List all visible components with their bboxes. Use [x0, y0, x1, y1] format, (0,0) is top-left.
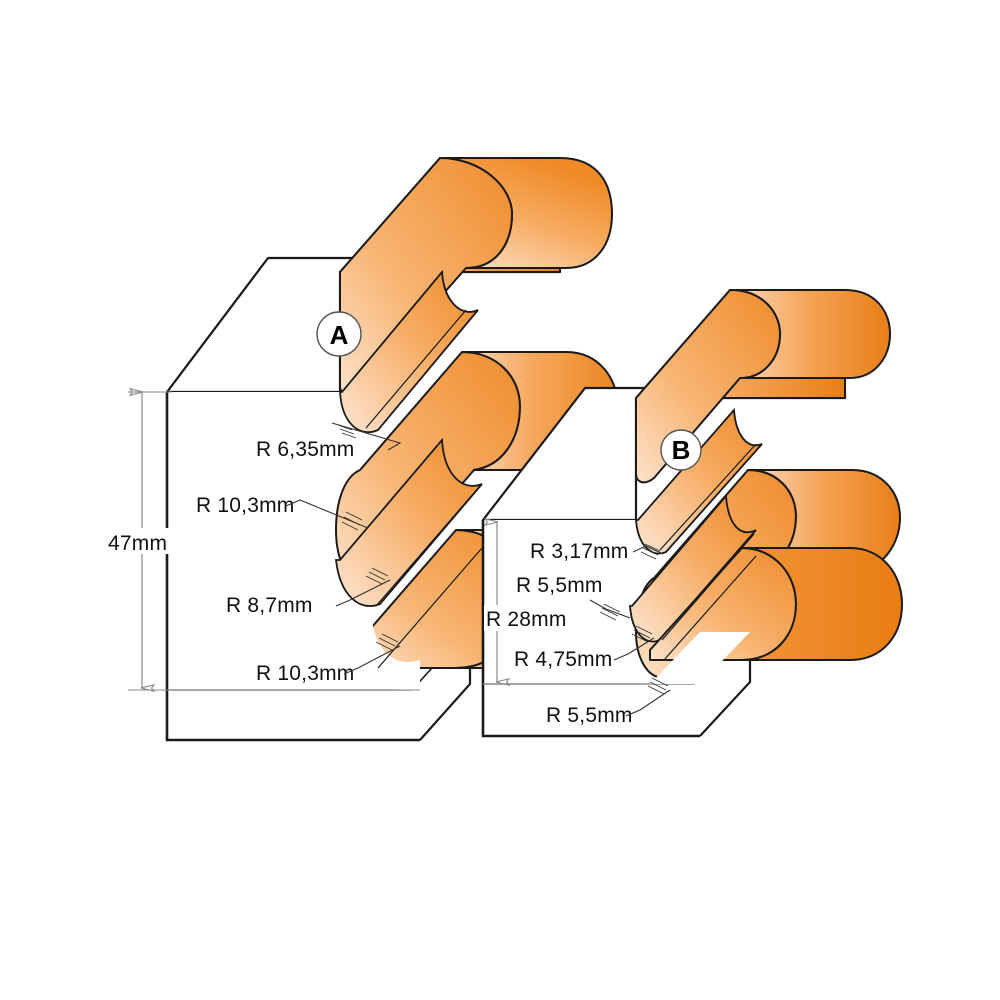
label-a-r103-upper: R 10,3mm	[196, 494, 294, 517]
dim-28mm: R 28mm	[484, 522, 588, 682]
label-b-r55-lower: R 5,5mm	[546, 704, 633, 727]
leader-b-r475: R 4,75mm	[514, 625, 655, 671]
label-b-r55-upper: R 5,5mm	[516, 574, 603, 597]
groove-b-1	[659, 443, 757, 551]
leader-a-r87: R 8,7mm	[226, 567, 391, 617]
block-b-front-white	[483, 520, 700, 736]
leader-a-r103-lower-line	[343, 645, 401, 675]
label-a-r635: R 6,35mm	[256, 438, 354, 461]
leader-a-r87-line	[335, 579, 391, 607]
leader-b-r55-lower-line	[625, 689, 671, 717]
leader-a-r103-upper-feather	[341, 511, 363, 531]
leader-b-r55-upper-feather	[599, 603, 621, 621]
plinth-b-face	[650, 632, 750, 684]
cove-a-635	[339, 269, 479, 434]
leader-b-r55-upper-line	[589, 599, 631, 619]
leader-a-r103-lower-feather	[375, 633, 399, 651]
profile-b-radius-labels: R 3,17mm R 5,5mm R 4,75mm R 5,5mm	[514, 540, 671, 727]
profile-a-radius-labels: R 6,35mm R 10,3mm R 8,7mm R 10,3mm	[196, 422, 402, 685]
block-a-outline	[165, 392, 420, 742]
groove-a-1	[365, 309, 467, 429]
bead-b-lower-nose	[741, 547, 903, 661]
leader-a-r635: R 6,35mm	[256, 422, 402, 461]
dim-28mm-text-bg	[484, 605, 588, 631]
profile-b-badge: B	[660, 429, 702, 471]
badge-b-letter: B	[672, 435, 691, 465]
profile-a-badge: A	[316, 311, 362, 357]
leader-a-r103-upper-line	[285, 499, 369, 529]
profile-b-moulding	[629, 289, 903, 684]
groove-b-3	[663, 555, 757, 661]
cove-b-317	[635, 407, 763, 555]
cove-a-103-bottom	[320, 620, 420, 690]
cove-b-475	[629, 493, 757, 643]
badge-b-circle	[660, 429, 702, 471]
leader-b-r317-feather	[640, 543, 661, 560]
badge-a-letter: A	[330, 320, 349, 350]
dim-47mm-text-bg	[100, 528, 178, 554]
leader-a-r635-feather	[337, 424, 357, 439]
groove-b-2	[661, 533, 755, 641]
profile-b-block-body	[481, 386, 847, 738]
profile-b-group: R 28mm B R 3,17mm R 5,5mm R 4,75mm	[481, 289, 903, 738]
groove-a-2	[375, 485, 481, 607]
cove-a-87	[334, 437, 483, 607]
badge-a-circle	[316, 311, 362, 357]
dim-28mm-label: R 28mm	[486, 608, 567, 631]
leader-a-r103-upper: R 10,3mm	[196, 494, 369, 531]
leader-b-r317: R 3,17mm	[530, 540, 664, 563]
block-a-front-white	[167, 392, 420, 740]
leader-b-r55-lower-feather	[647, 677, 669, 695]
leader-a-r103-lower: R 10,3mm	[256, 633, 401, 685]
dim-47mm: 47mm	[100, 392, 420, 690]
leader-b-r475-line	[613, 637, 655, 661]
label-a-r103-lower: R 10,3mm	[256, 662, 354, 685]
leader-a-r635-line	[331, 422, 402, 451]
leader-b-r55-lower: R 5,5mm	[546, 677, 671, 727]
label-b-r317: R 3,17mm	[530, 540, 628, 563]
leader-b-r55-upper: R 5,5mm	[516, 574, 631, 621]
leader-b-r317-line	[632, 545, 664, 555]
leader-a-r87-feather	[365, 567, 389, 585]
block-b-outline	[481, 520, 700, 738]
label-b-r475: R 4,75mm	[514, 648, 612, 671]
leader-b-r475-feather	[631, 625, 653, 643]
dim-47mm-label: 47mm	[108, 532, 167, 555]
label-a-r87: R 8,7mm	[226, 594, 313, 617]
